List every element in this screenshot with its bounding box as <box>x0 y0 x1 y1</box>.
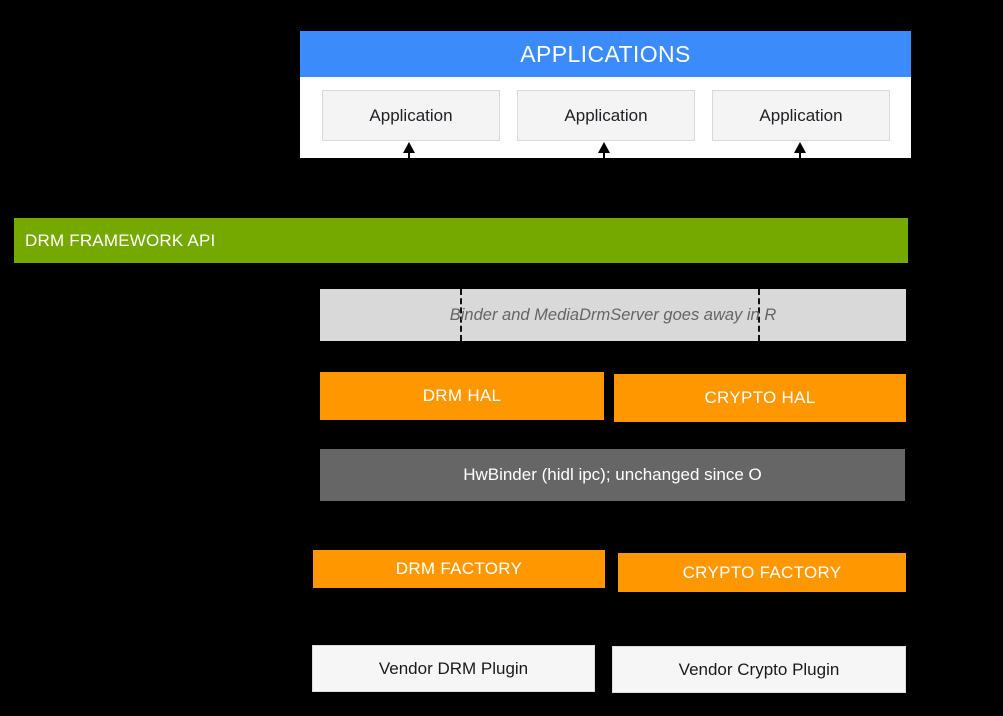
vendor-drm-plugin-block[interactable]: Vendor DRM Plugin <box>312 645 595 692</box>
drm-hal-block[interactable]: DRM HAL <box>320 372 604 420</box>
arrow-shaft-up-1 <box>408 152 410 162</box>
crypto-factory-block[interactable]: CRYPTO FACTORY <box>618 553 906 592</box>
application-box-1[interactable]: Application <box>322 90 500 141</box>
arrow-up-app-1 <box>403 142 415 153</box>
arrow-shaft-down-3 <box>836 212 838 220</box>
drm-factory-label: DRM FACTORY <box>395 559 523 579</box>
application-box-2[interactable]: Application <box>517 90 695 141</box>
drm-factory-block[interactable]: DRM FACTORY <box>313 550 605 588</box>
vendor-crypto-plugin-block[interactable]: Vendor Crypto Plugin <box>612 646 906 693</box>
vendor-drm-plugin-label: Vendor DRM Plugin <box>378 658 529 678</box>
drm-hal-label: DRM HAL <box>422 386 502 406</box>
binder-band: Binder and MediaDrmServer goes away in R <box>320 289 906 341</box>
applications-header: APPLICATIONS <box>300 31 911 77</box>
hwbinder-bar: HwBinder (hidl ipc); unchanged since O <box>320 449 905 501</box>
application-box-3[interactable]: Application <box>712 90 890 141</box>
arrow-shaft-down-2 <box>603 212 605 220</box>
application-label-2: Application <box>564 105 648 125</box>
arrow-up-app-3 <box>794 142 806 153</box>
crypto-factory-label: CRYPTO FACTORY <box>682 562 842 582</box>
application-label-3: Application <box>759 105 843 125</box>
dashed-divider-right <box>758 289 760 341</box>
crypto-hal-block[interactable]: CRYPTO HAL <box>614 374 906 422</box>
crypto-hal-label: CRYPTO HAL <box>704 388 816 408</box>
arrow-shaft-up-2 <box>603 152 605 162</box>
arrow-up-app-2 <box>598 142 610 153</box>
drm-framework-api-label: DRM FRAMEWORK API <box>25 230 216 250</box>
applications-panel: APPLICATIONS Application Application App… <box>300 31 911 158</box>
dashed-divider-left <box>460 289 462 341</box>
binder-note: Binder and MediaDrmServer goes away in R <box>449 305 777 324</box>
arrow-shaft-up-3 <box>799 152 801 162</box>
arrow-shaft-down-1 <box>376 212 378 220</box>
hwbinder-label: HwBinder (hidl ipc); unchanged since O <box>463 465 762 485</box>
vendor-crypto-plugin-label: Vendor Crypto Plugin <box>678 659 840 679</box>
application-label-1: Application <box>369 105 453 125</box>
drm-framework-api-bar: DRM FRAMEWORK API <box>14 218 908 263</box>
